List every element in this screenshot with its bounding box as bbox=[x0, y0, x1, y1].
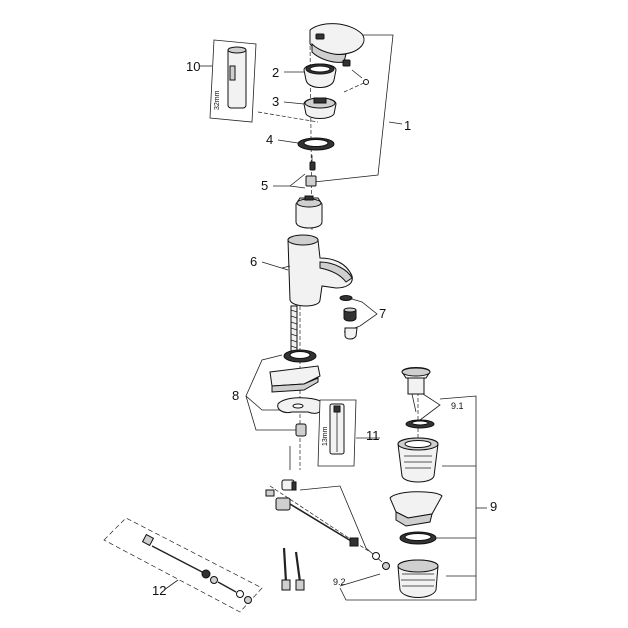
bracket-9-2 bbox=[299, 485, 383, 563]
callout-5: 5 bbox=[261, 178, 268, 193]
tool-10-box: 32mm bbox=[209, 39, 257, 123]
callout-9: 9 bbox=[490, 499, 497, 514]
cap-ring-2 bbox=[303, 63, 337, 88]
callout-12: 12 bbox=[152, 583, 166, 598]
callout-6: 6 bbox=[250, 254, 257, 269]
popup-plug-9-1 bbox=[401, 367, 435, 429]
callout-8: 8 bbox=[232, 388, 239, 403]
callout-9-2: 9.2 bbox=[333, 577, 346, 587]
tool-11-box: 13mm bbox=[317, 399, 357, 467]
callout-4: 4 bbox=[266, 132, 273, 147]
popup-rod bbox=[289, 503, 390, 570]
leader-6 bbox=[261, 261, 289, 271]
aerator-7 bbox=[339, 295, 358, 340]
bracket-9 bbox=[339, 395, 477, 601]
gasket-ring-4 bbox=[297, 137, 335, 151]
callout-10: 10 bbox=[186, 59, 200, 74]
callout-7: 7 bbox=[379, 306, 386, 321]
callout-11: 11 bbox=[366, 428, 380, 443]
cartridge bbox=[295, 195, 323, 229]
cartridge-top-3 bbox=[303, 97, 337, 119]
callout-1: 1 bbox=[404, 118, 411, 133]
callout-9-1: 9.1 bbox=[451, 401, 464, 411]
leader-5b bbox=[289, 185, 306, 189]
leader-12 bbox=[163, 579, 179, 591]
align-handle-screw bbox=[343, 81, 367, 93]
dim-32mm: 32mm bbox=[214, 90, 221, 110]
leader-9-2b bbox=[339, 573, 381, 587]
leader-3 bbox=[283, 101, 305, 105]
callout-3: 3 bbox=[272, 94, 279, 109]
handle-lever bbox=[309, 23, 369, 85]
callout-2: 2 bbox=[272, 65, 279, 80]
supply-hoses bbox=[281, 547, 305, 591]
bracket-8b bbox=[245, 395, 296, 431]
bracket-9-1 bbox=[419, 391, 441, 421]
screw-nut-5 bbox=[305, 155, 317, 187]
mounting-set-8 bbox=[269, 349, 324, 470]
leader-4 bbox=[277, 139, 299, 144]
faucet-body-6 bbox=[281, 234, 353, 307]
connector-fittings bbox=[265, 479, 297, 511]
bracket-1 bbox=[313, 34, 403, 183]
align-tool10 bbox=[257, 111, 319, 123]
dim-13mm: 13mm bbox=[322, 426, 329, 446]
leader-5a bbox=[273, 173, 306, 187]
waste-body-9 bbox=[389, 437, 443, 598]
rod-set-12 bbox=[103, 517, 263, 613]
